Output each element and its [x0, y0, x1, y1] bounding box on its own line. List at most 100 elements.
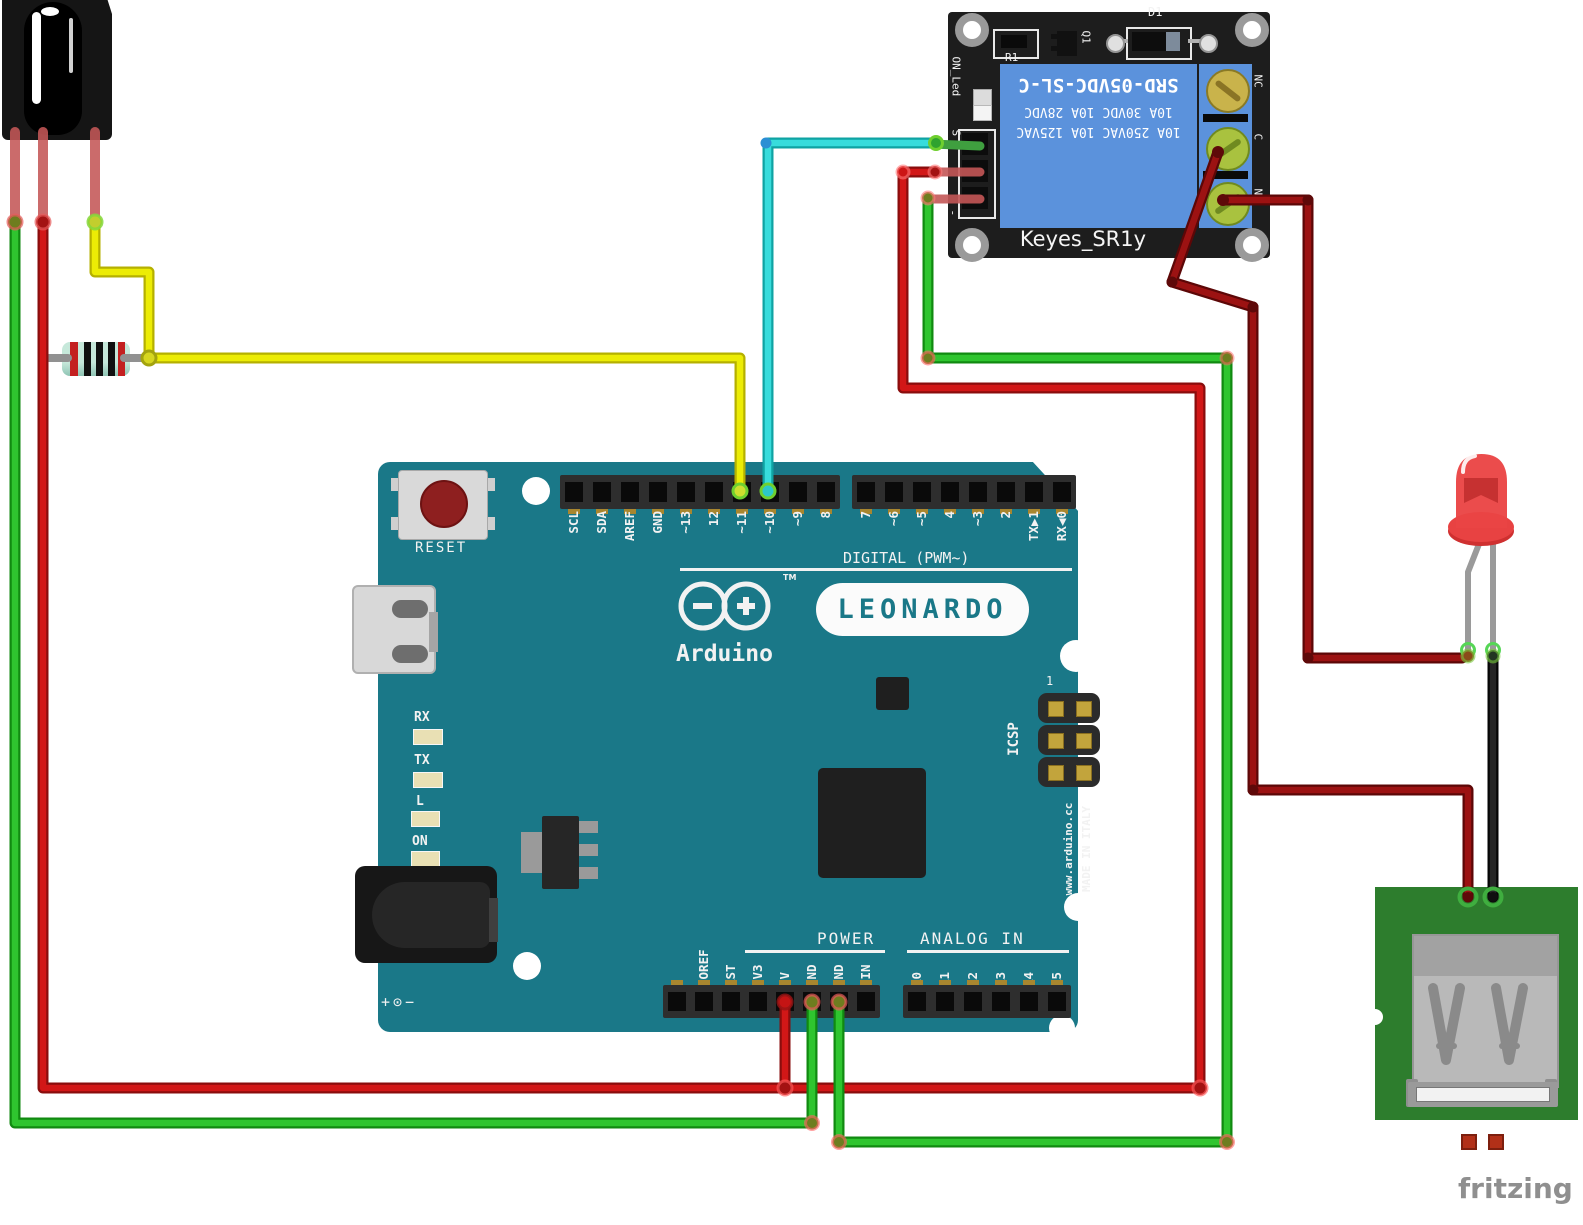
green-bendpoint: [1219, 350, 1235, 366]
relay-smd-led: [973, 89, 992, 106]
d1-band: [1166, 32, 1180, 51]
silk-line: [907, 950, 1069, 953]
d1-body: [1132, 32, 1172, 51]
relay-edge-minus: -: [946, 209, 960, 217]
green-corner: [1219, 1134, 1235, 1150]
on-led: [411, 851, 440, 867]
screw-slot: [1213, 192, 1243, 216]
analog-header[interactable]: [903, 985, 1071, 1018]
model-label: LEONARDO: [837, 594, 1008, 625]
d1-pad: [1199, 34, 1218, 53]
silk-line: [680, 568, 1072, 571]
gnd1-junction: [804, 1115, 820, 1131]
q1-leg: [1051, 46, 1057, 51]
arduino-brand: Arduino: [676, 641, 773, 667]
terminal-screw-c[interactable]: [1206, 127, 1250, 171]
5v-junction: [776, 1079, 794, 1097]
usb-port-lip-inner: [1416, 1087, 1550, 1102]
wire-relay-signal-cyan[interactable]: [762, 137, 942, 497]
pin-label-8: 8: [818, 511, 833, 519]
mounting-hole: [513, 952, 541, 980]
pin-label-aref: AREF: [622, 511, 637, 542]
icsp-pin: [1048, 765, 1064, 781]
wire-ir-signal-yellow[interactable]: [89, 216, 746, 497]
small-chip: [876, 677, 909, 710]
terminal-label-c: C: [1251, 133, 1265, 141]
relay-pin-minus[interactable]: [962, 187, 988, 209]
terminal-divider: [1203, 171, 1248, 179]
relay-edge-sig: S: [949, 129, 963, 137]
relay-transistor-q1: [1057, 31, 1077, 56]
digital-caption: DIGITAL (PWM~): [843, 549, 970, 567]
rx-led-label: RX: [414, 710, 430, 725]
wire-relay-common-maroon[interactable]: [1166, 146, 1474, 903]
jack-tab: [489, 898, 498, 942]
reset-cap[interactable]: [420, 480, 468, 528]
maroon-bend: [1247, 301, 1259, 313]
led-leg-ring: [1460, 642, 1476, 658]
regulator-leg: [578, 821, 598, 833]
relay-minus-connection: [920, 190, 936, 206]
pin-label-11: ~11: [734, 511, 749, 534]
relay-pin-plus[interactable]: [962, 160, 988, 182]
resistor-band-3: [96, 342, 103, 376]
ir-receiver-legs: [10, 127, 100, 227]
ir-dome-highlight-top: [41, 7, 59, 16]
relay-pin-s[interactable]: [962, 133, 988, 155]
rx-led: [413, 729, 443, 745]
header-pins: [903, 992, 1071, 1011]
pin-label-rx0: RX◀0: [1054, 511, 1069, 542]
usb-solder-pad: [1461, 1134, 1477, 1150]
header-pins: [663, 992, 880, 1011]
power-header[interactable]: [663, 985, 880, 1018]
resistor-junction: [140, 349, 158, 367]
cyan-bendpoint: [760, 137, 772, 149]
pin-label-10: ~10: [762, 511, 777, 534]
jack-inner: [372, 882, 490, 948]
digital-header-right[interactable]: [852, 475, 1076, 509]
usb-screw: [392, 645, 428, 663]
pin-label-12: 12: [706, 511, 721, 527]
terminal-screw-nc[interactable]: [1206, 69, 1250, 113]
tx-led-label: TX: [414, 753, 430, 768]
usb-port-shell: [1412, 934, 1559, 1088]
mcu-chip[interactable]: [818, 768, 926, 878]
relay-cube-text: 10A 250VAC 10A 125VAC 10A 30VDC 10A 28VD…: [1000, 64, 1197, 228]
usb-screw: [392, 600, 428, 618]
icsp-pin: [1076, 701, 1092, 717]
relay-hole: [955, 13, 989, 47]
regulator-leg: [578, 844, 598, 856]
terminal-screw-no[interactable]: [1206, 182, 1250, 226]
relay-hole: [1235, 228, 1269, 262]
pin-label-3: ~3: [970, 511, 985, 527]
maroon-bend: [1302, 194, 1314, 206]
relay-hole: [1235, 13, 1269, 47]
relay-plus-bend: [895, 164, 911, 180]
pin-label-2: 2: [998, 511, 1013, 519]
maroon-bend: [1247, 784, 1259, 796]
digital-header-left[interactable]: [560, 475, 840, 509]
maroon-bend: [1302, 652, 1314, 664]
ir-pin1-dot: [6, 213, 24, 231]
green-bendpoint: [920, 350, 936, 366]
header-pins: [560, 482, 840, 502]
mounting-hole: [522, 477, 550, 505]
dc-polarity-symbol: +⊙−: [381, 993, 418, 1011]
arduino-tm: TM: [783, 573, 797, 582]
relay-smd-led: [973, 105, 992, 121]
relay-rating-vdc: 10A 30VDC 10A 28VDC: [1024, 104, 1173, 119]
made-in-italy: MADE IN ITALY: [1080, 805, 1093, 893]
usb-module-notch: [1367, 1009, 1383, 1025]
r1-label: R1: [1005, 51, 1019, 64]
terminal-label-n: N: [1251, 188, 1265, 196]
ir-dome-highlight: [32, 12, 41, 104]
resistor-band-1: [70, 342, 78, 376]
terminal-divider: [1203, 114, 1248, 122]
ir-pin2-dot: [34, 213, 52, 231]
led-red[interactable]: [1448, 454, 1514, 546]
wire-relay-no-maroon[interactable]: [1217, 194, 1468, 664]
pin-label-sda: SDA: [594, 511, 609, 534]
icsp-pin: [1076, 733, 1092, 749]
d1-label: D1: [1148, 5, 1163, 19]
tx-led: [413, 772, 443, 788]
